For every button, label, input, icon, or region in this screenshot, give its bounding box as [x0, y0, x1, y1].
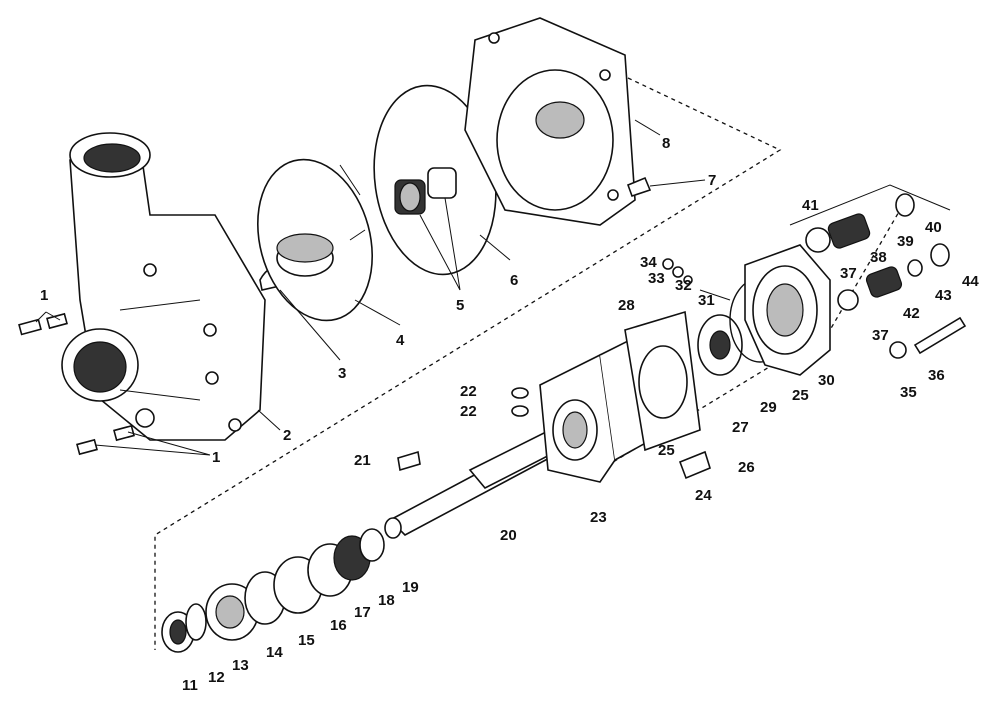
label-part-17: 17 — [354, 604, 371, 621]
label-part-7: 7 — [708, 172, 716, 189]
motor-adapter — [744, 244, 831, 376]
label-part-19: 19 — [402, 579, 419, 596]
label-part-36: 36 — [928, 367, 945, 384]
label-part-25: 25 — [792, 387, 809, 404]
label-part-18: 18 — [378, 592, 395, 609]
label-part-14: 14 — [266, 644, 283, 661]
label-part-1: 1 — [40, 287, 48, 304]
plate-pin — [626, 176, 652, 198]
label-part-13: 13 — [232, 657, 249, 674]
label-part-6: 6 — [510, 272, 518, 289]
label-part-11: 11 — [182, 677, 198, 694]
label-part-21: 21 — [354, 452, 371, 469]
pump-casing — [61, 132, 266, 441]
seal-plate — [464, 17, 636, 226]
label-part-30: 30 — [818, 372, 835, 389]
label-part-37: 37 — [840, 265, 857, 282]
label-part-2: 2 — [283, 427, 291, 444]
label-part-22: 22 — [460, 383, 477, 400]
mechanical-seal — [394, 167, 457, 215]
label-part-35: 35 — [900, 384, 917, 401]
label-part-5: 5 — [456, 297, 464, 314]
label-part-23: 23 — [590, 509, 607, 526]
housing-gasket — [624, 310, 701, 452]
label-part-44: 44 — [962, 273, 979, 290]
label-part-39: 39 — [897, 233, 914, 250]
label-part-25: 25 — [658, 442, 675, 459]
drain-plugs — [18, 312, 135, 456]
small-keys — [511, 387, 529, 417]
valve-assembly — [789, 184, 967, 359]
label-part-24: 24 — [695, 487, 712, 504]
label-part-40: 40 — [925, 219, 942, 236]
shaft-seal-stack — [161, 528, 385, 653]
label-part-32: 32 — [675, 277, 692, 294]
label-part-28: 28 — [618, 297, 635, 314]
label-part-31: 31 — [698, 292, 715, 309]
label-part-4: 4 — [396, 332, 405, 349]
impeller — [256, 158, 374, 322]
label-part-33: 33 — [648, 270, 665, 287]
label-part-43: 43 — [935, 287, 952, 304]
label-part-3: 3 — [338, 365, 346, 382]
part-labels: 1 1 2 3 4 5 6 7 8 11 12 13 14 15 16 17 1… — [40, 135, 979, 694]
label-part-20: 20 — [500, 527, 517, 544]
label-part-29: 29 — [760, 399, 777, 416]
small-fasteners — [662, 258, 731, 301]
label-part-12: 12 — [208, 669, 225, 686]
label-part-16: 16 — [330, 617, 347, 634]
shaft-key — [397, 450, 421, 472]
bearing-housing — [539, 328, 661, 483]
label-part-8: 8 — [662, 135, 670, 152]
hex-bolt — [678, 450, 711, 480]
label-part-38: 38 — [870, 249, 887, 266]
label-part-22: 22 — [460, 403, 477, 420]
label-part-27: 27 — [732, 419, 749, 436]
label-part-15: 15 — [298, 632, 315, 649]
label-part-1: 1 — [212, 449, 220, 466]
label-part-42: 42 — [903, 305, 920, 322]
label-part-37: 37 — [872, 327, 889, 344]
label-part-34: 34 — [640, 254, 657, 271]
label-part-41: 41 — [802, 197, 819, 214]
label-part-26: 26 — [738, 459, 755, 476]
leader-lines — [35, 119, 706, 456]
